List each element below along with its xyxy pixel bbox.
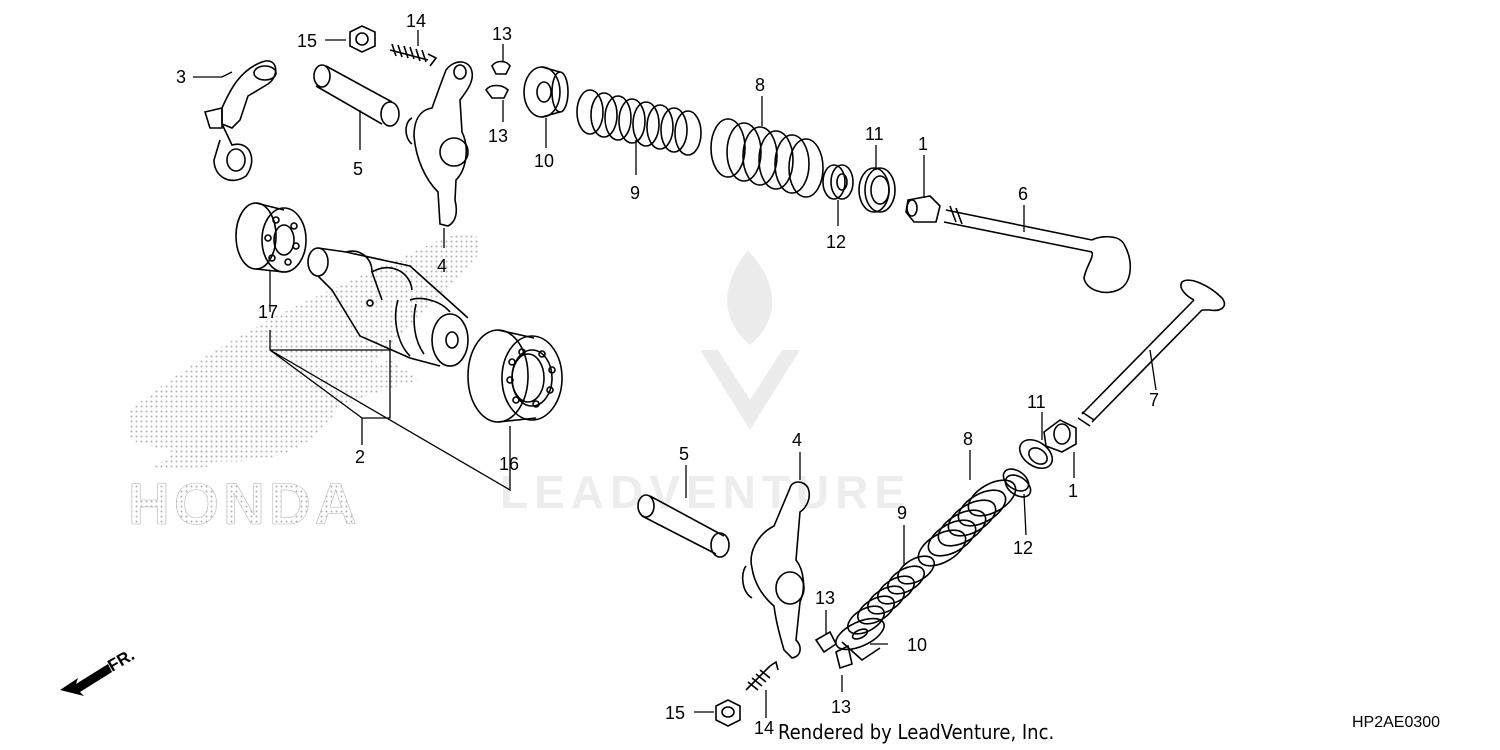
outer-spring-part-8-top bbox=[710, 118, 824, 198]
callout-11-top: 11 bbox=[865, 124, 884, 144]
callout-6: 6 bbox=[1018, 184, 1028, 204]
drawing-lines bbox=[193, 25, 1226, 727]
callout-13-bottom-b: 13 bbox=[831, 697, 851, 717]
valve-part-7 bbox=[1077, 279, 1226, 427]
retainer-part-10-top bbox=[523, 66, 569, 118]
callout-4-top: 4 bbox=[437, 256, 447, 276]
callout-16: 16 bbox=[499, 454, 519, 474]
rocker-shaft-part-5-top bbox=[313, 64, 400, 127]
bearing-part-16 bbox=[467, 329, 563, 423]
spring-seat-part-12-bottom bbox=[1002, 468, 1032, 498]
callout-5-top: 5 bbox=[353, 159, 363, 179]
cotter-part-13-lower-b bbox=[835, 644, 853, 670]
honda-wing-watermark: HONDA bbox=[128, 233, 480, 537]
stem-seal-part-1-bottom bbox=[1043, 419, 1077, 453]
callout-8-bottom: 8 bbox=[963, 429, 973, 449]
callout-10-bottom: 10 bbox=[907, 635, 927, 655]
washer-part-11-bottom bbox=[1018, 438, 1054, 470]
spring-seat-part-12-top bbox=[822, 164, 854, 200]
diagram-code: HP2AE0300 bbox=[1352, 714, 1441, 731]
nut-part-15-top bbox=[349, 25, 376, 53]
callout-11-bottom: 11 bbox=[1027, 392, 1046, 412]
cotter-part-13-upper-b bbox=[485, 84, 509, 99]
callout-13-top-a: 13 bbox=[492, 24, 512, 44]
leader-lines bbox=[193, 30, 1157, 718]
callout-13-bottom-a: 13 bbox=[815, 588, 835, 608]
washer-part-11-top bbox=[858, 167, 896, 213]
honda-brand-watermark: HONDA bbox=[128, 472, 361, 537]
cotter-part-13-upper-a bbox=[491, 60, 511, 75]
rocker-arm-part-4-bottom bbox=[741, 481, 811, 659]
callout-2: 2 bbox=[355, 447, 365, 467]
front-direction-arrow-icon: FR. bbox=[60, 645, 138, 696]
rocker-arm-part-4-top bbox=[405, 61, 474, 227]
callout-12-top: 12 bbox=[826, 232, 846, 252]
callout-15-bottom: 15 bbox=[665, 703, 685, 723]
render-credit: Rendered by LeadVenture, Inc. bbox=[778, 720, 1055, 744]
callout-3: 3 bbox=[176, 67, 186, 87]
retainer-part-10-bottom bbox=[835, 617, 885, 662]
callout-14-bottom: 14 bbox=[754, 718, 774, 738]
outer-spring-part-8-bottom bbox=[917, 479, 1017, 567]
bracket-part-3 bbox=[203, 60, 277, 182]
leadventure-watermark: LEADVENTURE bbox=[500, 250, 911, 518]
callout-1-top: 1 bbox=[918, 134, 928, 154]
rocker-shaft-part-5-bottom bbox=[637, 494, 730, 558]
inner-spring-part-9-top bbox=[576, 89, 702, 156]
callout-9-top: 9 bbox=[630, 183, 640, 203]
callout-4-bottom: 4 bbox=[792, 430, 802, 450]
callout-5-bottom: 5 bbox=[679, 444, 689, 464]
callout-10-top: 10 bbox=[534, 151, 554, 171]
callout-labels: 3 15 14 13 13 5 10 9 8 11 1 12 6 4 17 2 … bbox=[176, 11, 1159, 738]
callout-15-top: 15 bbox=[297, 31, 317, 51]
callout-9-bottom: 9 bbox=[897, 503, 907, 523]
callout-8-top: 8 bbox=[755, 75, 765, 95]
callout-7: 7 bbox=[1149, 390, 1159, 410]
screw-part-14-bottom bbox=[745, 660, 779, 691]
stem-seal-part-1-top bbox=[905, 195, 941, 223]
inner-spring-part-9-bottom bbox=[847, 555, 935, 635]
bearing-part-17 bbox=[235, 202, 307, 273]
valve-part-6 bbox=[943, 205, 1131, 294]
nut-part-15-bottom bbox=[715, 699, 741, 727]
camshaft-part-2 bbox=[307, 247, 469, 367]
leadventure-brand-watermark: LEADVENTURE bbox=[500, 466, 911, 518]
screw-part-14-top bbox=[389, 43, 438, 67]
cotter-part-13-lower-a bbox=[814, 630, 838, 654]
callout-14-top: 14 bbox=[406, 11, 426, 31]
callout-1-bottom: 1 bbox=[1068, 481, 1078, 501]
callout-17: 17 bbox=[258, 302, 278, 322]
callout-12-bottom: 12 bbox=[1013, 538, 1033, 558]
callout-13-top-b: 13 bbox=[488, 126, 508, 146]
